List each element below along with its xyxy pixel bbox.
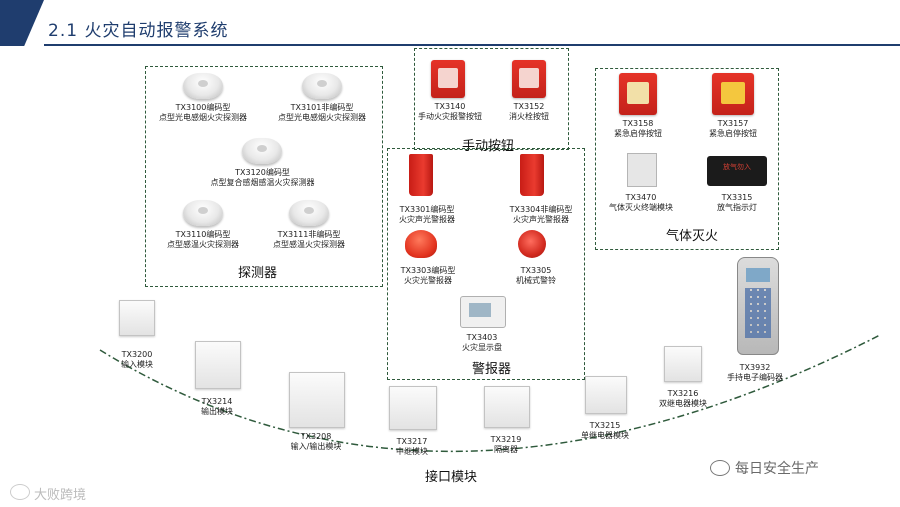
light-alarm-icon [405,230,437,258]
header-accent-shape [0,0,44,46]
watermark-right: 每日安全生产 [735,461,819,477]
input-module-icon [119,300,155,336]
tx3304-label: TX3304非编码型火灾声光警报器 [509,205,573,224]
fire-display-panel-icon [460,296,506,328]
smoke-detector-icon [302,73,342,99]
gas-release-lamp-icon: 放气勿入 [707,156,767,186]
manual-alarm-button-icon [431,60,465,98]
double-relay-module-icon [664,346,702,382]
alarm-group-box [387,148,585,380]
gas-group-label: 气体灭火 [666,229,719,244]
sound-light-alarm-icon [409,154,433,196]
output-module-icon [195,341,241,389]
handheld-encoder-icon [737,257,779,355]
tx3301-label: TX3301编码型火灾声光警报器 [399,205,455,224]
alarm-group-label: 警报器 [472,362,512,377]
sound-light-alarm-icon [520,154,544,196]
alarm-bell-icon [518,230,546,258]
tx3100-label: TX3100编码型点型光电感烟火灾探测器 [159,103,247,122]
heat-detector-icon [289,200,329,226]
watermark-logo-icon [10,484,30,500]
smoke-detector-icon [183,73,223,99]
emergency-stop-button-icon [712,73,754,115]
heat-detector-icon [183,200,223,226]
gas-terminal-module-icon [627,153,657,187]
relay-module-icon [389,386,437,430]
page-title: 2.1 火灾自动报警系统 [48,21,229,41]
interface-group-label: 接口模块 [425,470,478,485]
isolator-icon [484,386,530,428]
tx3303-label: TX3303编码型火灾光警报器 [400,266,456,285]
gas-release-lamp-text: 放气勿入 [723,163,751,171]
emergency-stop-button-icon [619,73,657,115]
manual-button-group-box [414,48,569,150]
header-bar: 2.1 火灾自动报警系统 [0,0,900,46]
combo-detector-icon [242,138,282,164]
single-relay-module-icon [585,376,627,414]
manual-button-group-label: 手动按钮 [462,139,515,154]
detector-group-box [145,66,383,287]
hydrant-button-icon [512,60,546,98]
input-output-module-icon [289,372,345,428]
tx3111-label: TX3111非编码型点型感温火灾探测器 [273,230,345,249]
tx3101-label: TX3101非编码型点型光电感烟火灾探测器 [278,103,366,122]
watermark-left: 大败跨境 [34,488,87,503]
detector-group-label: 探测器 [238,266,278,281]
wechat-icon [710,460,730,476]
header-underline [44,44,900,46]
gas-group-box [595,68,779,250]
tx3120-label: TX3120编码型点型复合感烟感温火灾探测器 [210,168,315,187]
tx3110-label: TX3110编码型点型感温火灾探测器 [167,230,239,249]
